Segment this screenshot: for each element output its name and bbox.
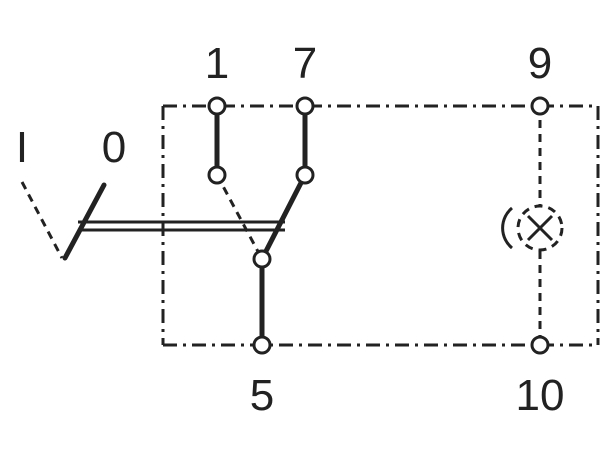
mechanical-linkage: [78, 220, 285, 232]
terminal-10-label: 10: [516, 371, 565, 420]
terminal-7-node: [295, 96, 315, 116]
lamp-icon: [501, 204, 564, 252]
position-on-label: I: [16, 123, 28, 172]
terminal-7-label: 7: [293, 39, 317, 88]
rocker-actuator: [20, 181, 107, 261]
terminal-1-node: [207, 96, 227, 116]
actuator-on-position-line: [20, 181, 64, 259]
terminal-5-node: [252, 335, 272, 355]
contact-5-pivot: [252, 249, 272, 269]
terminal-9-node: [530, 96, 550, 116]
contact-7-lead: [259, 103, 308, 262]
contact-1-pivot: [207, 165, 227, 185]
terminal-5-label: 5: [250, 371, 274, 420]
position-off-label: 0: [102, 123, 126, 172]
terminal-1-label: 1: [205, 39, 229, 88]
terminal-10-node: [530, 335, 550, 355]
housing-outline: [161, 104, 600, 347]
contact-7-pivot: [295, 165, 315, 185]
terminal-9-label: 9: [528, 39, 552, 88]
contact-1-lead: [214, 103, 264, 260]
